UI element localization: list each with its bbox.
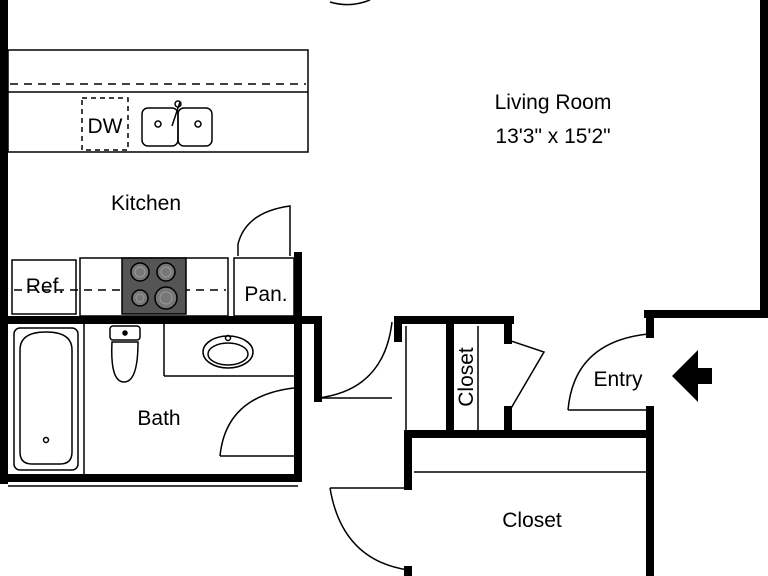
- lav-basin-inner: [207, 342, 249, 366]
- tub-inner: [19, 331, 73, 465]
- living-room-name: Living Room: [495, 91, 612, 114]
- island-counter: [7, 49, 309, 153]
- burner-4-ring: [159, 291, 173, 305]
- bathtub-icon: [13, 327, 79, 471]
- pantry-label: Pan.: [244, 283, 287, 306]
- burner-1: [130, 262, 150, 282]
- burner-1-ring: [134, 266, 146, 278]
- sink-basin-right: [177, 107, 213, 147]
- cooktop-surface: [121, 257, 187, 315]
- pantry-box: [233, 257, 295, 317]
- door-top: [329, 0, 371, 6]
- burner-3-ring: [135, 293, 145, 303]
- tub-outer: [13, 327, 79, 471]
- large-closet-label: Closet: [502, 509, 562, 532]
- small-closet-label: Closet: [455, 347, 478, 407]
- door-hall: [317, 321, 393, 399]
- refrigerator-box: [11, 259, 77, 315]
- burner-2-ring: [160, 266, 172, 278]
- door-bath: [219, 387, 295, 457]
- sink-drain-right: [194, 120, 202, 128]
- kitchen-label: Kitchen: [111, 192, 181, 215]
- sink-drain-left: [154, 120, 162, 128]
- dishwasher-label: DW: [88, 115, 123, 138]
- toilet-flush: [122, 330, 128, 336]
- partitions: [8, 324, 646, 487]
- double-sink-icon: [141, 100, 213, 147]
- sink-faucet-knob: [174, 100, 182, 108]
- burner-2: [156, 262, 176, 282]
- doors: [219, 0, 650, 571]
- lav-faucet: [224, 334, 232, 342]
- sink-faucet: [171, 101, 181, 127]
- lavatory-sink-icon: [202, 334, 254, 369]
- door-entry: [567, 333, 649, 411]
- kitchen-counters: [7, 49, 309, 317]
- living-room-dimensions: 13'3" x 15'2": [495, 125, 610, 148]
- door-pantry: [237, 205, 291, 256]
- door-large-closet: [329, 487, 409, 571]
- entry-label: Entry: [593, 368, 643, 391]
- dishwasher-box: [81, 97, 129, 151]
- burner-3: [131, 289, 149, 307]
- toilet-icon: [109, 325, 141, 383]
- toilet-bowl: [111, 341, 139, 383]
- toilet-tank: [109, 325, 141, 341]
- bath-label: Bath: [137, 407, 180, 430]
- door-small-closet: [507, 339, 546, 411]
- arrow-left-icon: [672, 350, 712, 402]
- refrigerator-label: Ref.: [26, 275, 65, 298]
- entry-arrow: [672, 350, 712, 402]
- cooktop-icon: [121, 257, 187, 315]
- burner-4: [154, 286, 178, 310]
- tub-drain: [42, 436, 50, 444]
